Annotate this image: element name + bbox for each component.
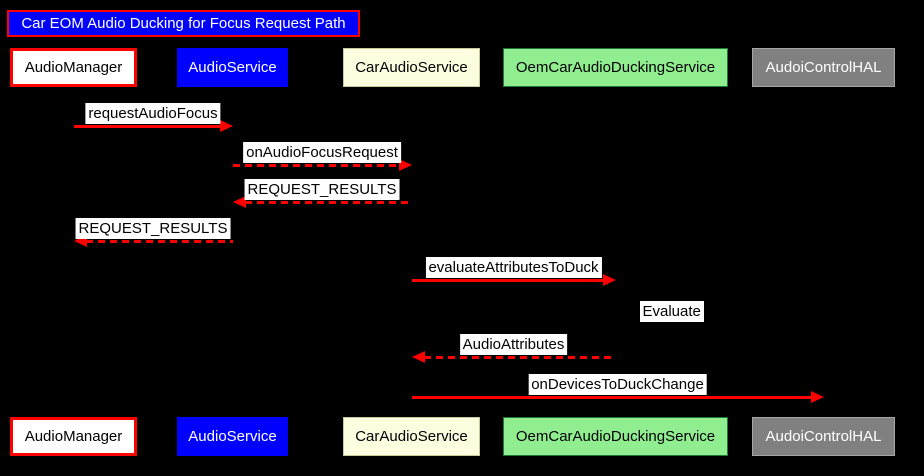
message-6-label: AudioAttributes bbox=[459, 334, 568, 355]
message-3-label: REQUEST_RESULTS bbox=[75, 218, 231, 239]
message-1-arrow-line bbox=[232, 164, 400, 167]
message-1-arrowhead-icon bbox=[398, 159, 412, 171]
participant-audio-manager-top: AudioManager bbox=[10, 48, 137, 87]
message-1-label: onAudioFocusRequest bbox=[243, 142, 401, 163]
message-2-arrowhead-icon bbox=[232, 196, 246, 208]
participant-audio-control-hal-top: AudoiControlHAL bbox=[752, 48, 895, 87]
participant-oem-car-audio-ducking-service-bottom: OemCarAudioDuckingService bbox=[503, 417, 728, 456]
participant-oem-car-audio-ducking-service-top: OemCarAudioDuckingService bbox=[503, 48, 728, 87]
message-7-arrow-line bbox=[411, 396, 812, 399]
message-7-arrowhead-icon bbox=[810, 391, 824, 403]
message-3-arrow-line bbox=[85, 240, 233, 243]
message-0-label: requestAudioFocus bbox=[85, 103, 221, 124]
message-0-arrow-line bbox=[73, 125, 221, 128]
participant-audio-service-bottom: AudioService bbox=[177, 417, 288, 456]
participant-car-audio-service-bottom: CarAudioService bbox=[343, 417, 480, 456]
message-4-arrow-line bbox=[411, 279, 604, 282]
message-6-arrowhead-icon bbox=[411, 351, 425, 363]
participant-car-audio-service-top: CarAudioService bbox=[343, 48, 480, 87]
message-4-arrowhead-icon bbox=[602, 274, 616, 286]
message-0-arrowhead-icon bbox=[219, 120, 233, 132]
message-2-label: REQUEST_RESULTS bbox=[244, 179, 400, 200]
message-5-label: Evaluate bbox=[639, 301, 704, 322]
participant-audio-service-top: AudioService bbox=[177, 48, 288, 87]
message-6-arrow-line bbox=[423, 356, 616, 359]
message-7-label: onDevicesToDuckChange bbox=[528, 374, 707, 395]
diagram-title: Car EOM Audio Ducking for Focus Request … bbox=[7, 10, 360, 37]
participant-audio-control-hal-bottom: AudoiControlHAL bbox=[752, 417, 895, 456]
message-4-label: evaluateAttributesToDuck bbox=[425, 257, 602, 278]
participant-audio-manager-bottom: AudioManager bbox=[10, 417, 137, 456]
message-2-arrow-line bbox=[244, 201, 412, 204]
